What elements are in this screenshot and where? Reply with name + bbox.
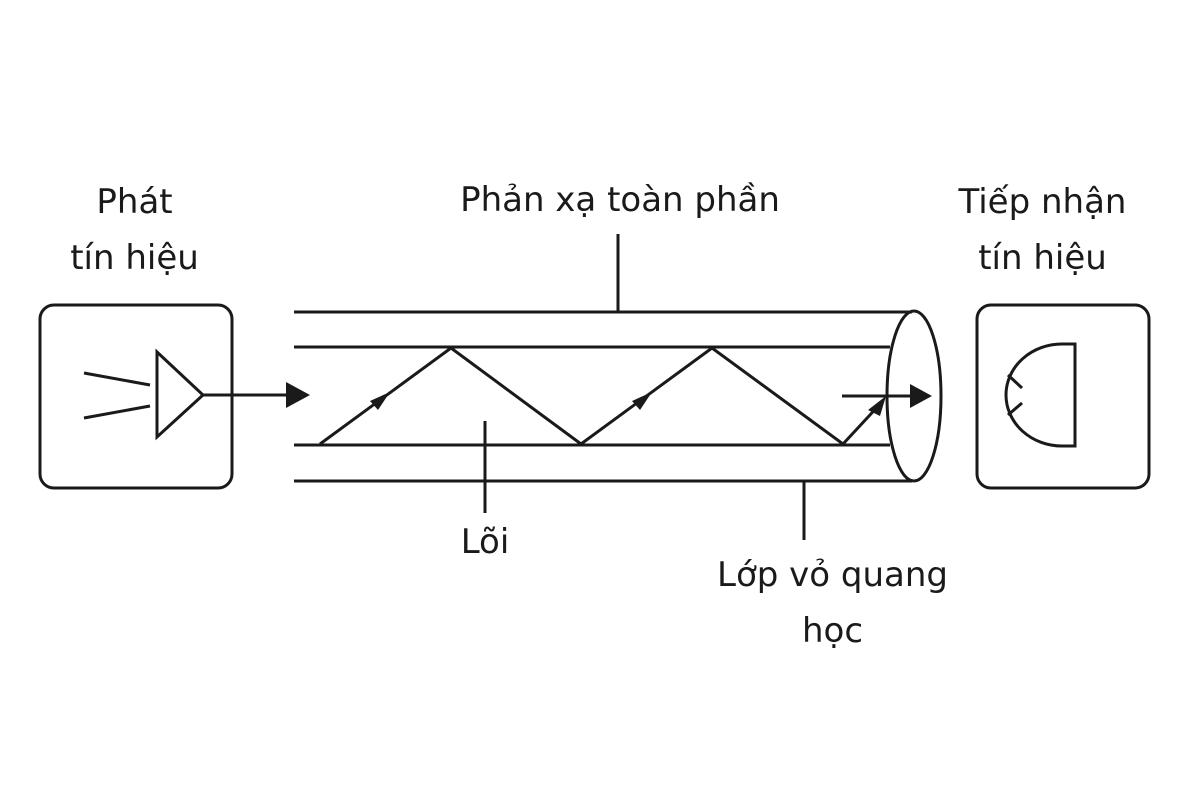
receiver-label-line2: tín hiệu [978, 238, 1107, 278]
output-signal-arrow [842, 384, 932, 408]
light-ray-path [319, 346, 886, 446]
ray-arrow-2 [632, 392, 652, 410]
total-reflection-label: Phản xạ toàn phần [420, 172, 820, 228]
light-detector-icon [1004, 342, 1077, 448]
transmitter-label-line1: Phát [96, 182, 173, 222]
receiver-box [975, 303, 1151, 490]
light-emitter-icon [83, 348, 206, 441]
ray-arrow-1 [370, 392, 390, 410]
optical-fiber [294, 309, 943, 483]
cladding-label: Lớp vỏ quang học [690, 547, 975, 659]
core-label: Lõi [430, 514, 540, 570]
receiver-label-line1: Tiếp nhận [958, 182, 1127, 222]
core-text: Lõi [460, 522, 510, 562]
ray-arrow-3 [868, 396, 886, 416]
cladding-label-line2: học [801, 611, 864, 651]
total-reflection-text: Phản xạ toàn phần [460, 180, 780, 220]
transmitter-label: Phát tín hiệu [32, 174, 237, 286]
receiver-label: Tiếp nhận tín hiệu [935, 174, 1150, 286]
input-signal-arrow [203, 382, 310, 408]
transmitter-label-line2: tín hiệu [70, 238, 199, 278]
cladding-label-line1: Lớp vỏ quang [717, 555, 948, 595]
